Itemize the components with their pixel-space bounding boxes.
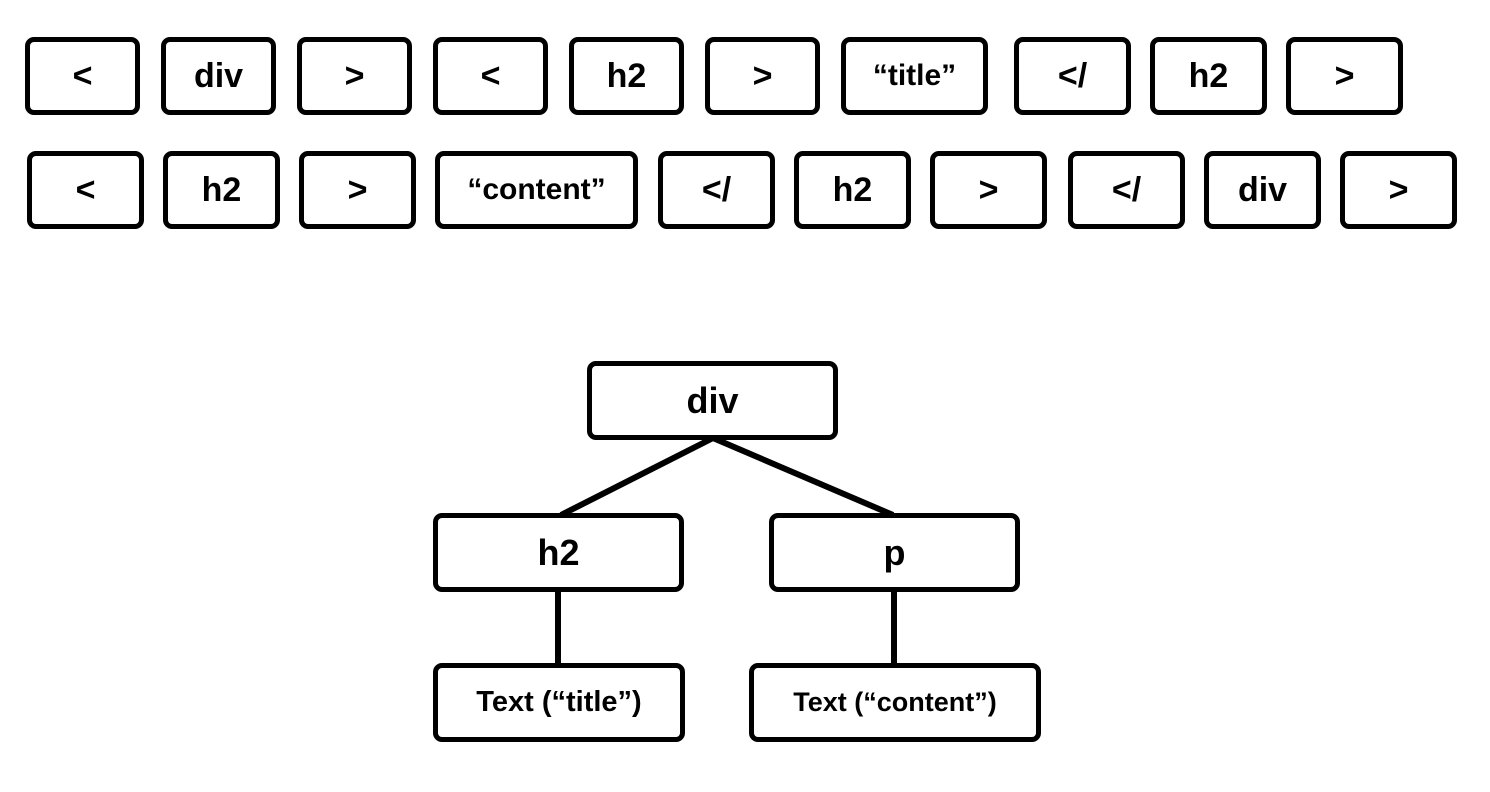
token-row1-8: </ xyxy=(1014,37,1131,115)
token-row2-8: </ xyxy=(1068,151,1185,229)
token-row1-2: div xyxy=(161,37,276,115)
token-row2-7: > xyxy=(930,151,1047,229)
tree-leaf-text-title: Text (“title”) xyxy=(433,663,685,742)
token-row2-4: “content” xyxy=(435,151,638,229)
token-row1-5: h2 xyxy=(569,37,684,115)
token-row2-6: h2 xyxy=(794,151,911,229)
token-row1-4: < xyxy=(433,37,548,115)
token-row1-7: “title” xyxy=(841,37,988,115)
token-row2-9: div xyxy=(1204,151,1321,229)
token-row2-2: h2 xyxy=(163,151,280,229)
edge-div-h2 xyxy=(559,435,715,518)
token-row1-10: > xyxy=(1286,37,1403,115)
tree-leaf-text-content: Text (“content”) xyxy=(749,663,1041,742)
token-row2-1: < xyxy=(27,151,144,229)
tree-node-div: div xyxy=(587,361,838,440)
token-row2-10: > xyxy=(1340,151,1457,229)
token-row2-5: </ xyxy=(658,151,775,229)
token-row1-3: > xyxy=(297,37,412,115)
tree-node-p: p xyxy=(769,513,1020,592)
token-row2-3: > xyxy=(299,151,416,229)
token-row1-6: > xyxy=(705,37,820,115)
tree-node-h2: h2 xyxy=(433,513,684,592)
edge-div-p xyxy=(711,435,895,518)
token-row1-1: < xyxy=(25,37,140,115)
token-row1-9: h2 xyxy=(1150,37,1267,115)
